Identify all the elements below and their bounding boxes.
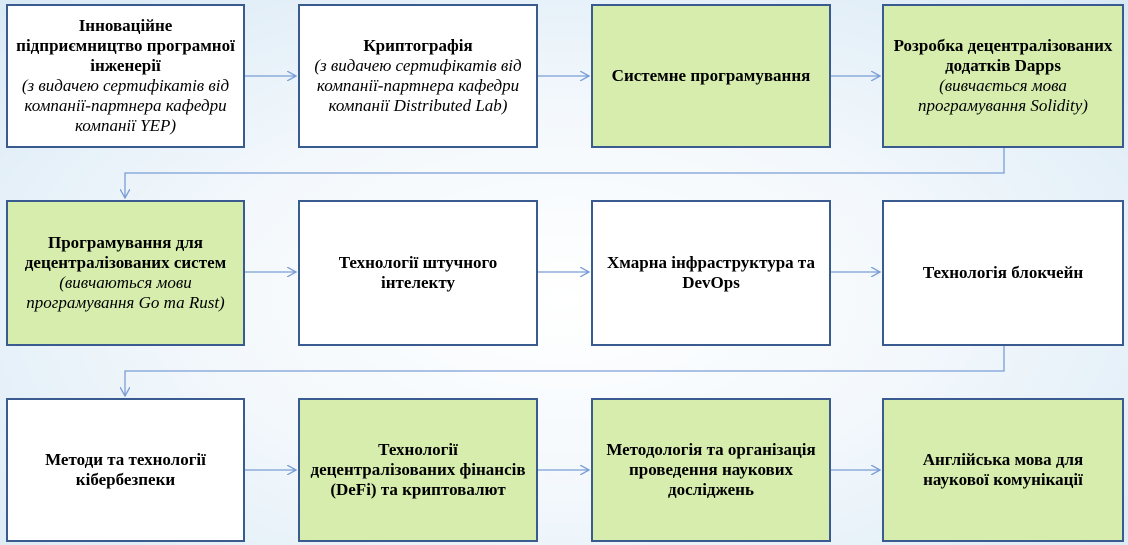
box-title: Англійська мова для наукової комунікації [922,450,1084,489]
box-note: (з видачею сертифікатів від компанії-пар… [314,56,522,115]
box-note: (вивчаються мови програмування Go та Rus… [26,273,225,312]
box-note: (з видачею сертифікатів від компанії-пар… [21,76,230,135]
box-cloud-devops: Хмарна інфраструктура та DevOps [591,200,831,346]
box-title: Технології децентралізованих фінансів (D… [310,440,526,499]
box-title: Хмарна інфраструктура та DevOps [607,253,815,292]
box-title: Системне програмування [611,66,811,85]
box-title: Програмування для децентралізованих сист… [24,233,227,272]
box-title: Методи та технології кібербезпеки [45,450,206,489]
box-cryptography: Криптографія (з видачею сертифікатів від… [298,4,538,148]
box-dapps-development: Розробка децентралізованих додатків Dapp… [882,4,1124,148]
box-decentralized-systems-programming: Програмування для децентралізованих сист… [6,200,245,346]
box-title: Технологія блокчейн [922,263,1084,282]
box-note: (вивчається мова програмування Solidity) [918,76,1088,115]
box-title: Криптографія [363,36,473,55]
arrow-4-5 [125,148,1005,198]
box-title: Інноваційне підприємництво програмної ін… [16,16,235,75]
box-defi-technologies: Технології децентралізованих фінансів (D… [298,398,538,542]
box-blockchain-technology: Технологія блокчейн [882,200,1124,346]
box-title: Розробка децентралізованих додатків Dapp… [893,36,1113,75]
box-title: Методологія та організація проведення на… [606,440,816,499]
box-system-programming: Системне програмування [591,4,831,148]
box-research-methodology: Методологія та організація проведення на… [591,398,831,542]
box-english-scientific-communication: Англійська мова для наукової комунікації [882,398,1124,542]
box-innovative-entrepreneurship: Інноваційне підприємництво програмної ін… [6,4,245,148]
box-title: Технології штучного інтелекту [338,253,498,292]
arrow-8-9 [125,346,1005,396]
box-ai-technologies: Технології штучного інтелекту [298,200,538,346]
box-cybersecurity: Методи та технології кібербезпеки [6,398,245,542]
